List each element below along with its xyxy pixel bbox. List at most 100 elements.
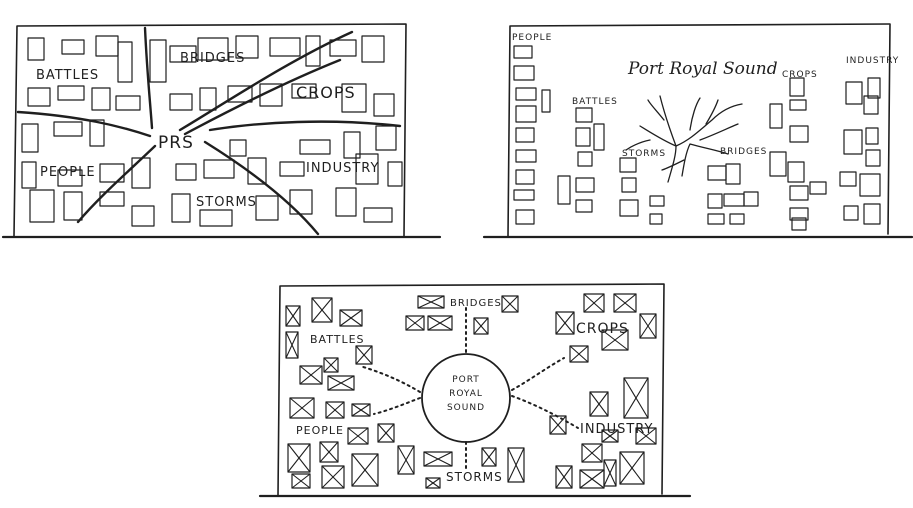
crossed-photo-frame-cross [619,451,645,485]
sketch-1: PRS BATTLES BRIDGES CROPS PEOPLE INDUSTR… [1,23,442,239]
photo-rect [149,39,167,83]
photo-rect [335,187,357,217]
crossed-photo-frame [555,465,573,489]
photo-rect [863,95,879,115]
crossed-photo-frame [287,443,311,473]
photo-rect [169,45,197,63]
crossed-photo-frame-cross [555,465,573,489]
crossed-photo-frame-cross [623,377,649,419]
photo-rect [95,35,119,57]
crossed-photo-frame [569,345,589,363]
crossed-photo-frame-cross [501,295,519,313]
crossed-photo-frame-cross [397,445,415,475]
photo-rect [99,163,125,183]
crossed-photo-frame [423,451,453,467]
photo-rect [619,157,637,173]
photo-rect [513,45,533,59]
photo-rect [865,127,879,145]
sketch-3-label-battles: BATTLES [310,333,365,346]
sketch-2-river-drawing [625,95,743,183]
crossed-photo-frame-cross [285,305,301,327]
photo-rect [89,119,105,147]
photo-rect [29,189,55,223]
crossed-photo-frame-cross [351,403,371,417]
crossed-photo-frame [289,397,315,419]
crossed-photo-frame [619,451,645,485]
photo-rect [515,209,535,225]
photo-rect [707,213,725,225]
photo-rect [341,83,367,113]
photo-rect [91,87,111,111]
photo-rect [621,177,637,193]
photo-rect [235,35,259,59]
photo-rect [789,125,809,143]
sketch-1-center-label: PRS [158,133,194,153]
crossed-photo-frame [473,317,489,335]
photo-rect [789,77,805,97]
crossed-photo-frame-cross [351,453,379,487]
sketch-1-label-people: PEOPLE [40,165,96,180]
photo-rect [355,153,379,185]
photo-rect [27,37,45,61]
crossed-photo-frame [327,375,355,391]
crossed-photo-frame-cross [377,423,395,443]
photo-rect [809,181,827,195]
crossed-photo-frame [623,377,649,419]
photo-rect [387,161,403,187]
photo-rect [845,81,863,105]
crossed-photo-frame-cross [311,297,333,323]
photo-rect [227,85,253,103]
crossed-photo-frame-cross [635,427,657,445]
crossed-photo-frame-cross [319,441,339,463]
photo-rect [343,131,361,159]
photo-rect [269,37,301,57]
photo-rect [789,207,809,221]
crossed-photo-frame [601,429,619,443]
sketch-2-label-crops: CROPS [782,70,818,80]
photo-rect [361,35,385,63]
photo-rect [729,213,745,225]
crossed-photo-frame [351,453,379,487]
crossed-photo-frame-cross [423,451,453,467]
sketch-3: PORT ROYAL SOUND BRIDGES BATTLES CROPS P… [258,283,692,498]
sketch-3-label-crops: CROPS [576,321,629,337]
photo-rect [329,39,357,57]
photo-rect [57,85,85,101]
photo-rect [743,191,759,207]
photo-rect [649,195,665,207]
photo-rect [867,77,881,99]
photo-rect [515,105,537,123]
sketch-1-label-battles: BATTLES [36,68,99,83]
photo-rect [863,203,881,225]
crossed-photo-frame-cross [289,397,315,419]
crossed-photo-frame-cross [327,375,355,391]
crossed-photo-frame [581,443,603,463]
crossed-photo-frame-cross [347,427,369,445]
crossed-photo-frame [285,331,299,359]
crossed-photo-frame [323,357,339,373]
crossed-photo-frame-cross [285,331,299,359]
crossed-photo-frame-cross [425,477,441,489]
photo-rect [197,37,229,61]
photo-rect [199,87,217,111]
photo-rect [843,205,859,221]
photo-rect [131,205,155,227]
crossed-photo-frame-cross [569,345,589,363]
photo-rect [515,149,537,163]
crossed-photo-frame-cross [581,443,603,463]
crossed-photo-frame [639,313,657,339]
photo-rect [787,161,805,183]
crossed-photo-frame-cross [339,309,363,327]
sketch-2-label-people: PEOPLE [512,33,552,43]
photo-rect [789,185,809,201]
crossed-photo-frame-cross [299,365,323,385]
crossed-photo-frame-cross [405,315,425,331]
photo-rect [61,39,85,55]
crossed-photo-frame [285,305,301,327]
crossed-photo-frame [501,295,519,313]
photo-rect [843,129,863,155]
photo-rect [363,207,393,223]
sketch-1-radiating-lines [16,26,402,236]
crossed-photo-frame-cross [579,469,605,489]
